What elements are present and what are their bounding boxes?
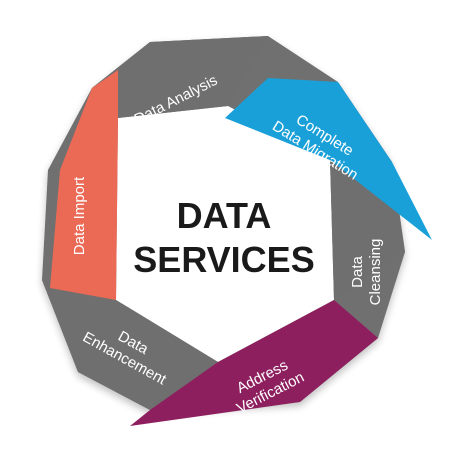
center-title-line2: SERVICES bbox=[133, 239, 314, 280]
center-title-line1: DATA bbox=[177, 195, 272, 236]
label-data-import: Data Import bbox=[71, 176, 88, 255]
segment-address-verification bbox=[130, 300, 378, 426]
label-data-cleansing: Data bbox=[349, 256, 366, 288]
segment-data-analysis bbox=[92, 36, 268, 118]
segment-complete-data-migration bbox=[225, 78, 432, 240]
label-data-cleansing-line2: Cleansing bbox=[367, 239, 384, 306]
segment-data-enhancement bbox=[42, 280, 218, 410]
inner-hexagon bbox=[116, 106, 334, 362]
segment-data-import bbox=[50, 70, 118, 300]
